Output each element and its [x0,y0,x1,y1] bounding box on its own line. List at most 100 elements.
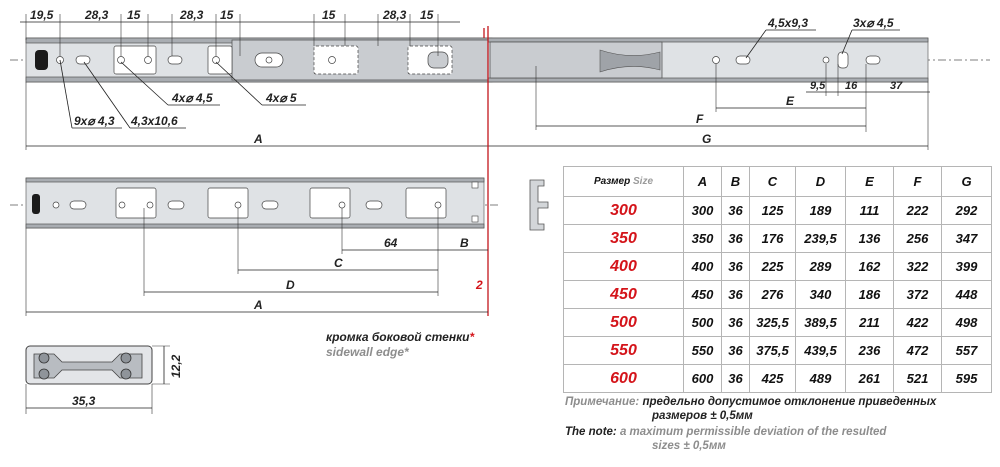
row-size: 400 [563,252,684,281]
header-col: B [721,166,750,197]
row-value: 292 [941,196,992,225]
row-value: 36 [721,224,750,253]
profile-inner [33,353,143,379]
dim-16: 16 [845,80,858,92]
dim-profile-width: 35,3 [72,394,96,408]
row-value: 400 [683,252,722,281]
hole [434,201,442,209]
hole [144,56,152,64]
row-value: 236 [845,336,894,365]
row-value: 425 [749,364,796,393]
row-value: 256 [893,224,942,253]
slot [837,51,849,69]
row-value: 36 [721,308,750,337]
inner-rail-bottom-edge [487,77,929,83]
header-col: A [683,166,722,197]
profile-section: 35,3 12,2 [25,345,183,414]
row-value: 222 [893,196,942,225]
ball-bearing [38,352,50,364]
row-size: 500 [563,308,684,337]
row-value: 498 [941,308,992,337]
dim-15-a: 15 [127,8,141,22]
dim-15-c: 15 [322,8,336,22]
row-value: 372 [893,280,942,309]
dim-15-b: 15 [220,8,234,22]
row-value: 375,5 [749,336,796,365]
row-value: 300 [683,196,722,225]
row-value: 125 [749,196,796,225]
note-en-text-1: a maximum permissible deviation of the r… [619,426,887,438]
row-value: 389,5 [795,308,846,337]
side-view: 64 B C D A 2 [10,177,549,316]
sidewall-text-ru: кромка боковой стенки [326,330,470,344]
hole [712,56,720,64]
row-value: 36 [721,280,750,309]
row-value: 136 [845,224,894,253]
slot [365,200,383,210]
row-value: 439,5 [795,336,846,365]
dim-label-D: D [286,278,295,292]
header-size-ru: Размер [593,176,631,187]
header-col: C [749,166,796,197]
dim-28-3-a: 28,3 [84,8,109,22]
ball-bearing [120,368,132,380]
row-value: 111 [845,196,894,225]
dim-28-3-b: 28,3 [179,8,204,22]
note-ru-line-2: размеров ± 0,5мм [652,410,753,422]
sidewall-label-ru: кромка боковой стенки* [326,330,474,344]
header-col: F [893,166,942,197]
row-value: 189 [795,196,846,225]
mount-window [207,45,233,75]
header-size: Размер Size [563,166,684,197]
hole [117,56,125,64]
dim-label-A-side: A [253,298,263,312]
slot [865,55,881,65]
row-value: 595 [941,364,992,393]
row-value: 261 [845,364,894,393]
row-value: 176 [749,224,796,253]
dim-64: 64 [384,236,398,250]
row-size: 600 [563,364,684,393]
row-value: 36 [721,196,750,225]
hole [265,56,273,64]
note-en-label: The note: [565,426,617,438]
hole [234,201,242,209]
row-value: 500 [683,308,722,337]
mount-window-hidden [313,45,359,75]
ball-bearing [120,352,132,364]
label-9-holes: 9x⌀ 4,3 [74,114,115,128]
row-value: 450 [683,280,722,309]
tab [471,215,479,223]
row-size: 350 [563,224,684,253]
dim-9-5: 9,5 [810,80,826,92]
row-size: 450 [563,280,684,309]
hole [146,201,154,209]
table-header-row: Размер Size A B C D E F G [563,166,992,197]
sidewall-asterisk-en: * [404,345,409,359]
side-stopper [32,194,40,214]
label-slot-4-3: 4,3x10,6 [130,114,178,128]
label-4-holes-4-5: 4x⌀ 4,5 [171,91,213,105]
slot [167,200,185,210]
mount-window [405,187,447,219]
dim-label-F: F [696,112,704,126]
label-3-holes-4-5: 3x⌀ 4,5 [853,16,894,30]
slot [69,200,87,210]
slot [735,55,751,65]
header-size-en: Size [633,176,654,187]
header-col: G [941,166,992,197]
row-value: 340 [795,280,846,309]
dim-label-A-top: A [253,132,263,146]
mount-window [113,45,157,75]
sidewall-label-en: sidewall edge* [326,345,409,359]
dim-label-G: G [702,132,711,146]
release-lever [599,49,661,73]
sidewall-text-en: sidewall edge [326,345,405,359]
row-value: 276 [749,280,796,309]
slot [75,55,91,65]
row-value: 399 [941,252,992,281]
